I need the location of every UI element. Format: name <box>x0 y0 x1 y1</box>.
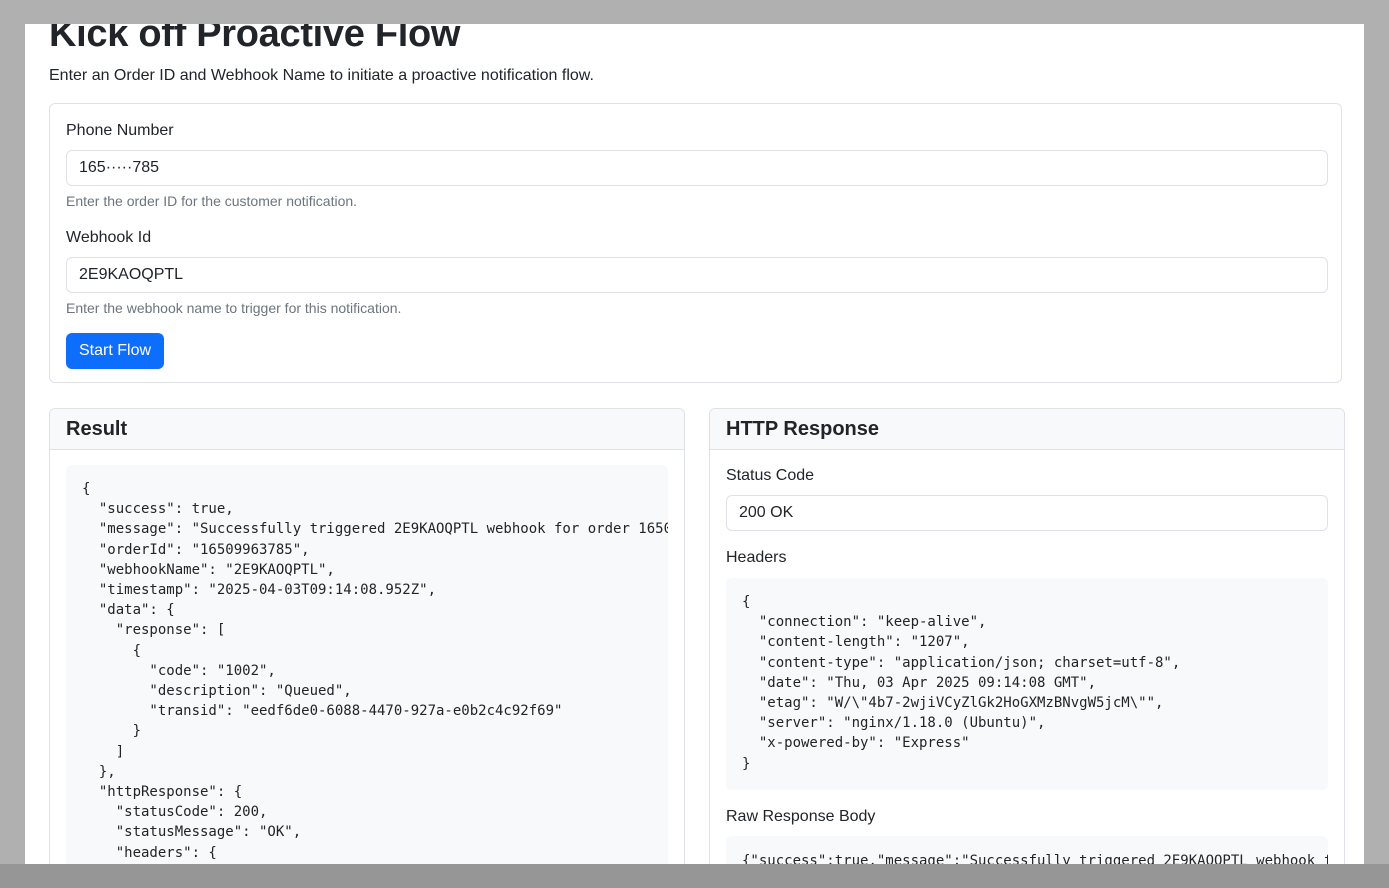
result-json: { "success": true, "message": "Successfu… <box>66 465 668 864</box>
bottom-overlay <box>0 864 1389 888</box>
raw-body-label: Raw Response Body <box>726 808 876 825</box>
headers-json: { "connection": "keep-alive", "content-l… <box>726 578 1328 790</box>
page-container: Kick off Proactive Flow Enter an Order I… <box>25 24 1364 864</box>
result-card: Result { "success": true, "message": "Su… <box>49 408 685 864</box>
start-flow-button[interactable]: Start Flow <box>66 333 165 369</box>
phone-label: Phone Number <box>66 122 174 139</box>
phone-input[interactable]: 165·····785 <box>66 150 1328 186</box>
http-response-card: HTTP Response Status Code 200 OK Headers… <box>709 408 1345 864</box>
status-code-field: 200 OK <box>726 495 1328 531</box>
page-description: Enter an Order ID and Webhook Name to in… <box>49 67 594 84</box>
headers-label: Headers <box>726 549 787 566</box>
webhook-help-text: Enter the webhook name to trigger for th… <box>66 300 402 316</box>
http-response-card-header: HTTP Response <box>710 409 1344 450</box>
raw-body-text: {"success":true,"message":"Successfully … <box>726 836 1328 864</box>
phone-help-text: Enter the order ID for the customer noti… <box>66 193 358 209</box>
webhook-input[interactable]: 2E9KAOQPTL <box>66 257 1328 293</box>
flow-form: Phone Number 165·····785 Enter the order… <box>49 103 1342 383</box>
result-card-header: Result <box>50 409 684 450</box>
page-title: Kick off Proactive Flow <box>49 24 461 55</box>
webhook-label: Webhook Id <box>66 229 152 246</box>
status-code-label: Status Code <box>726 467 815 484</box>
